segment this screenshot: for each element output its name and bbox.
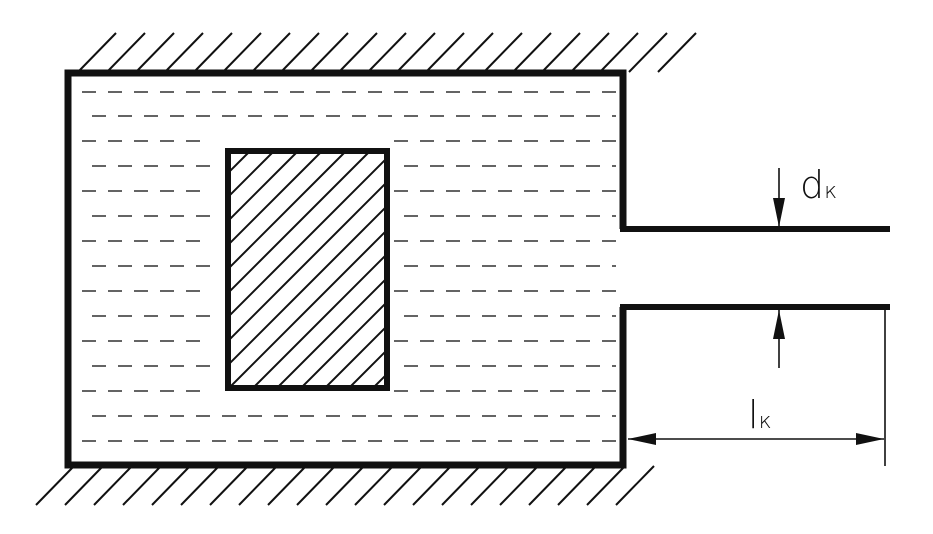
hatch-line xyxy=(325,465,365,506)
fluid-dash-pattern xyxy=(82,91,616,442)
hatch-line xyxy=(657,32,697,73)
inner-solid-body xyxy=(0,148,632,391)
hatch-line xyxy=(302,302,385,386)
hatch-line xyxy=(122,465,162,506)
hatch-line xyxy=(64,465,104,506)
hatch-line xyxy=(230,230,385,386)
hatch-line xyxy=(151,465,191,506)
hatch-line xyxy=(230,153,273,197)
hatch-line xyxy=(425,32,465,73)
hatch-line xyxy=(396,32,436,73)
hatch-line xyxy=(399,153,632,386)
hatch-line xyxy=(0,153,200,386)
hatch-line xyxy=(267,465,307,506)
hatch-line xyxy=(230,206,385,365)
hatch-line xyxy=(193,32,233,73)
hatch-line xyxy=(599,32,639,73)
hatch-line xyxy=(338,32,378,73)
hatch-line xyxy=(483,32,523,73)
hatch-line xyxy=(106,32,146,73)
top-wall-hatching xyxy=(77,32,697,73)
hatch-line xyxy=(586,465,626,506)
hatch-line xyxy=(135,32,175,73)
hatch-line xyxy=(541,32,581,73)
hatch-line xyxy=(0,153,224,386)
hatch-line xyxy=(367,32,407,73)
hatch-line xyxy=(230,153,345,269)
hatch-line xyxy=(557,465,597,506)
hatch-line xyxy=(374,374,385,386)
hatch-line xyxy=(441,465,481,506)
hatch-line xyxy=(77,32,117,73)
hatch-line xyxy=(254,254,385,386)
hatch-line xyxy=(230,158,385,317)
body-hatching xyxy=(0,153,632,386)
hatch-line xyxy=(570,32,610,73)
hatch-line xyxy=(180,465,220,506)
hatch-line xyxy=(470,465,510,506)
length-dimension xyxy=(628,310,886,466)
hatch-line xyxy=(528,465,568,506)
hatch-line xyxy=(251,32,291,73)
hatch-line xyxy=(230,153,321,245)
hatch-line xyxy=(512,32,552,73)
hatch-line xyxy=(230,153,369,293)
hatch-line xyxy=(209,465,249,506)
length-label: lк xyxy=(748,393,772,437)
hatch-line xyxy=(278,278,385,386)
hatch-line xyxy=(412,465,452,506)
hatch-line xyxy=(222,32,262,73)
hatch-line xyxy=(230,153,249,173)
bottom-wall-hatching xyxy=(35,465,655,506)
hatch-line xyxy=(238,465,278,506)
hatch-line xyxy=(326,326,385,386)
diameter-dimension xyxy=(773,168,785,368)
hatch-line xyxy=(628,32,668,73)
diameter-label: dк xyxy=(800,163,837,207)
hatch-line xyxy=(230,153,297,221)
hatch-line xyxy=(230,182,385,341)
hatch-line xyxy=(354,465,394,506)
hatch-line xyxy=(164,32,204,73)
chamber-wall-outline xyxy=(64,69,627,469)
hatch-line xyxy=(454,32,494,73)
hatch-line xyxy=(499,465,539,506)
hatch-line xyxy=(309,32,349,73)
hatch-line xyxy=(615,465,655,506)
hatch-line xyxy=(296,465,336,506)
hatch-line xyxy=(383,465,423,506)
hatch-line xyxy=(93,465,133,506)
hatch-line xyxy=(280,32,320,73)
hatch-line xyxy=(35,465,75,506)
